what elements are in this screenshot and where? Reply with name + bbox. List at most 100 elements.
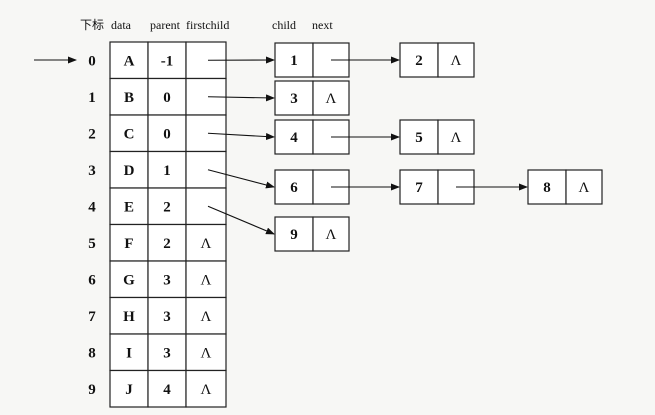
header-child: child bbox=[272, 18, 296, 32]
data-cell bbox=[109, 187, 149, 226]
firstchild-arrow bbox=[207, 132, 275, 141]
parent-cell bbox=[147, 223, 187, 262]
firstchild-cell bbox=[185, 260, 227, 299]
parent-value: -1 bbox=[161, 53, 174, 69]
data-value: G bbox=[123, 272, 135, 288]
null-pointer: Λ bbox=[201, 345, 212, 361]
data-value: D bbox=[124, 163, 135, 179]
data-value: A bbox=[124, 53, 135, 69]
row-index: 6 bbox=[88, 272, 96, 288]
table-row: 4 E 2 bbox=[88, 187, 227, 226]
child-value: 7 bbox=[415, 180, 423, 196]
data-value: B bbox=[124, 90, 134, 106]
data-value: J bbox=[125, 382, 133, 398]
child-value: 6 bbox=[290, 180, 298, 196]
parent-value: 0 bbox=[163, 90, 171, 106]
row-index: 4 bbox=[88, 199, 96, 215]
row-index: 8 bbox=[88, 345, 96, 361]
header-firstchild: firstchild bbox=[186, 18, 229, 32]
child-field bbox=[399, 119, 439, 155]
child-field bbox=[274, 119, 314, 155]
child-value: 3 bbox=[290, 91, 298, 107]
firstchild-arrow bbox=[207, 205, 275, 235]
parent-value: 0 bbox=[163, 126, 171, 142]
child-node: 7 bbox=[399, 169, 475, 205]
row-index: 3 bbox=[88, 163, 96, 179]
table-row: 3 D 1 bbox=[88, 150, 227, 189]
child-value: 4 bbox=[290, 130, 298, 146]
data-value: E bbox=[124, 199, 134, 215]
firstchild-cell bbox=[185, 114, 227, 153]
parent-value: 3 bbox=[163, 272, 171, 288]
parent-cell bbox=[147, 41, 187, 80]
child-value: 8 bbox=[543, 180, 551, 196]
child-value: 1 bbox=[290, 53, 298, 69]
null-pointer: Λ bbox=[201, 272, 212, 288]
firstchild-cell bbox=[185, 187, 227, 226]
null-pointer: Λ bbox=[579, 180, 590, 196]
table-row: 8 I 3 Λ bbox=[88, 333, 227, 372]
parent-value: 1 bbox=[163, 163, 171, 179]
child-field bbox=[274, 169, 314, 205]
header-next: next bbox=[312, 18, 333, 32]
null-pointer: Λ bbox=[326, 227, 337, 243]
firstchild-cell bbox=[185, 333, 227, 372]
table-row: 1 B 0 bbox=[88, 77, 227, 116]
child-field bbox=[274, 216, 314, 252]
next-field bbox=[312, 216, 350, 252]
parent-value: 4 bbox=[163, 382, 171, 398]
parent-value: 3 bbox=[163, 309, 171, 325]
row-index: 0 bbox=[88, 53, 96, 69]
data-value: I bbox=[126, 345, 132, 361]
data-cell bbox=[109, 223, 149, 262]
firstchild-arrow bbox=[207, 94, 275, 102]
firstchild-cell bbox=[185, 223, 227, 262]
row-index: 9 bbox=[88, 382, 96, 398]
table-row: 0 A -1 bbox=[88, 41, 227, 80]
table-row: 9 J 4 Λ bbox=[88, 369, 227, 408]
null-pointer: Λ bbox=[326, 91, 337, 107]
data-value: H bbox=[123, 309, 135, 325]
parent-cell bbox=[147, 150, 187, 189]
header-data: data bbox=[111, 18, 132, 32]
child-value: 2 bbox=[415, 53, 423, 69]
data-cell bbox=[109, 296, 149, 335]
data-cell bbox=[109, 150, 149, 189]
firstchild-cell bbox=[185, 150, 227, 189]
null-pointer: Λ bbox=[201, 236, 212, 252]
next-field bbox=[565, 169, 603, 205]
child-value: 9 bbox=[290, 227, 298, 243]
next-field bbox=[437, 119, 475, 155]
parent-value: 2 bbox=[163, 199, 171, 215]
parent-value: 3 bbox=[163, 345, 171, 361]
next-field bbox=[437, 42, 475, 78]
header-parent: parent bbox=[150, 18, 181, 32]
null-pointer: Λ bbox=[451, 53, 462, 69]
row-index: 2 bbox=[88, 126, 96, 142]
null-pointer: Λ bbox=[451, 130, 462, 146]
row-index: 5 bbox=[88, 236, 96, 252]
child-node: 4 bbox=[274, 119, 350, 155]
table-row: 6 G 3 Λ bbox=[88, 260, 227, 299]
next-field bbox=[312, 80, 350, 116]
data-value: F bbox=[124, 236, 133, 252]
row-index: 1 bbox=[88, 90, 96, 106]
header-index: 下标 bbox=[80, 18, 104, 32]
null-pointer: Λ bbox=[201, 382, 212, 398]
row-index: 7 bbox=[88, 309, 96, 325]
child-value: 5 bbox=[415, 130, 423, 146]
